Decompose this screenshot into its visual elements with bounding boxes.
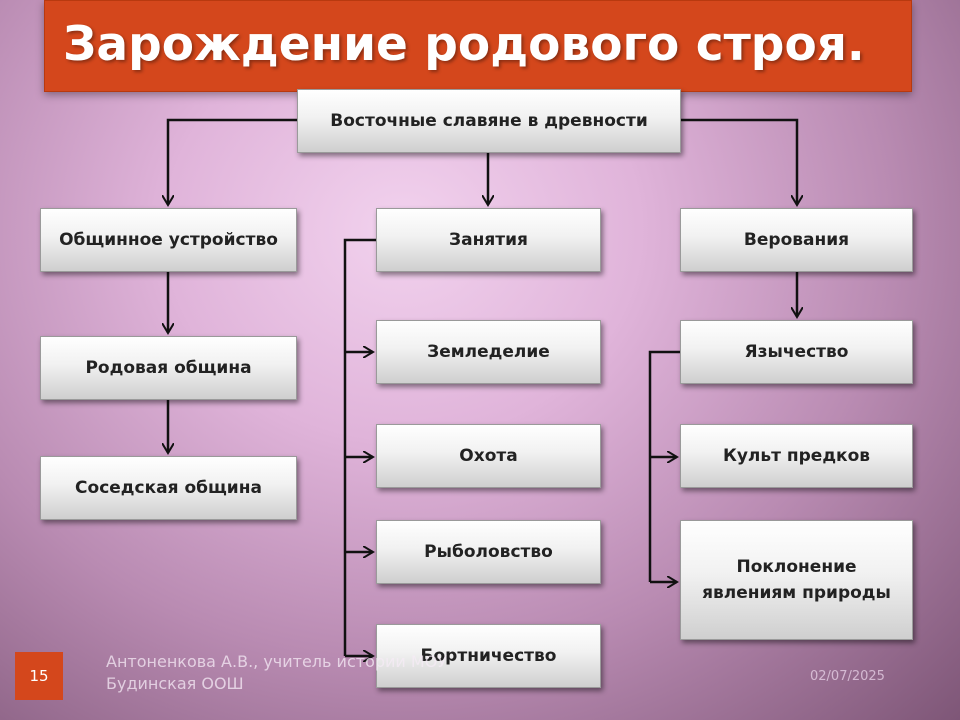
slide-number: 15 bbox=[15, 652, 63, 700]
farming-node: Земледелие bbox=[376, 320, 601, 384]
clan-community-node: Родовая община bbox=[40, 336, 297, 400]
author-line-2: Будинская ООШ bbox=[106, 674, 244, 693]
neighbor-community-node: Соседская община bbox=[40, 456, 297, 520]
paganism-bracket bbox=[648, 350, 681, 582]
author-line-1: Антоненкова А.В., учитель истории МОУ bbox=[106, 652, 448, 671]
root-node: Восточные славяне в древности bbox=[297, 89, 681, 153]
slide-date: 02/07/2025 bbox=[810, 669, 885, 684]
community-head-node: Общинное устройство bbox=[40, 208, 297, 272]
beliefs-head-node: Верования bbox=[680, 208, 913, 272]
nature-worship-node: Поклонение явлениям природы bbox=[680, 520, 913, 640]
arrow-root-to-community bbox=[168, 118, 297, 205]
beekeeping-node: Бортничество bbox=[376, 624, 601, 688]
fishing-node: Рыболовство bbox=[376, 520, 601, 584]
occupations-head-node: Занятия bbox=[376, 208, 601, 272]
footer-author: Антоненкова А.В., учитель истории МОУ Бу… bbox=[106, 651, 526, 695]
ancestors-cult-node: Культ предков bbox=[680, 424, 913, 488]
hunting-node: Охота bbox=[376, 424, 601, 488]
occupations-bracket bbox=[343, 238, 376, 656]
arrow-root-to-beliefs bbox=[680, 118, 797, 205]
title-banner: Зарождение родового строя. bbox=[44, 0, 912, 92]
slide-title: Зарождение родового строя. bbox=[63, 17, 865, 72]
paganism-node: Язычество bbox=[680, 320, 913, 384]
